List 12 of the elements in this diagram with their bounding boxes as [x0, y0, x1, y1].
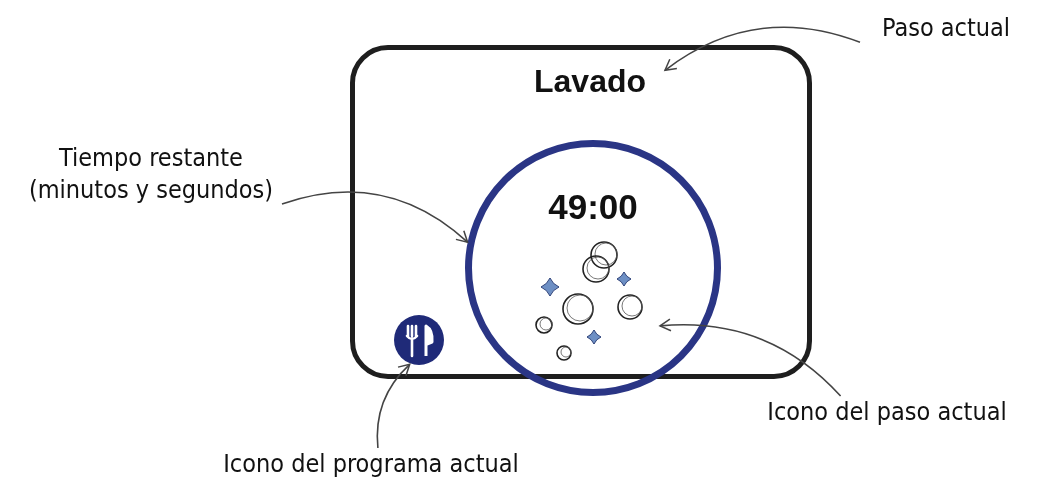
leader-line — [281, 191, 469, 243]
callout-label: Tiempo restante (minutos y segundos) — [20, 142, 282, 212]
leader-line — [376, 363, 411, 449]
timer-ring — [465, 140, 721, 396]
cutlery-icon — [393, 314, 445, 366]
step-title: Lavado — [515, 60, 665, 102]
callout-label: Paso actual — [860, 12, 1032, 48]
leader-line — [664, 26, 861, 72]
callout-label: Icono del paso actual — [742, 396, 1032, 432]
leader-line — [659, 318, 842, 397]
timer-text: 49:00 — [548, 187, 638, 226]
callout-label: Icono del programa actual — [176, 448, 566, 484]
